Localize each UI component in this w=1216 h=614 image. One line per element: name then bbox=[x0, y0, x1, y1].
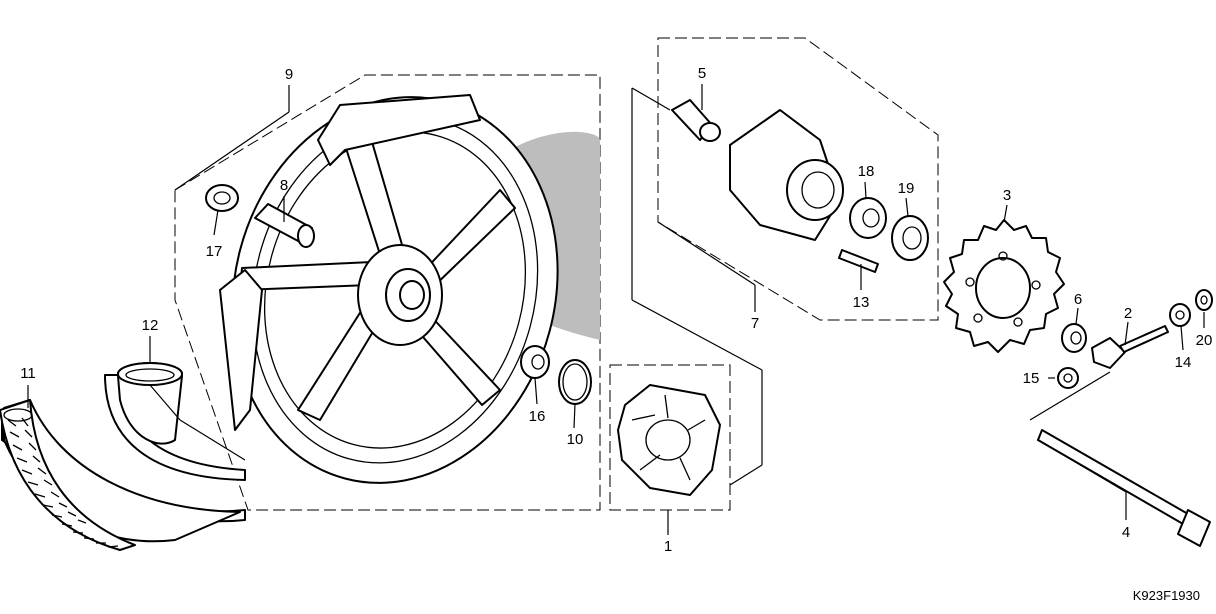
callout-1: 1 bbox=[664, 538, 672, 555]
tube-part bbox=[104, 362, 246, 481]
callout-11: 11 bbox=[20, 365, 36, 382]
chain-adjuster-part bbox=[1091, 325, 1169, 369]
tire-part bbox=[0, 399, 246, 551]
callout-6: 6 bbox=[1074, 291, 1082, 308]
callout-2: 2 bbox=[1124, 305, 1132, 322]
wheel-rim-part bbox=[219, 94, 600, 484]
nut-part-15 bbox=[1057, 367, 1079, 389]
sprocket-part bbox=[943, 219, 1065, 353]
callout-3: 3 bbox=[1003, 187, 1011, 204]
leader-lines bbox=[27, 84, 1205, 535]
rear-axle-part bbox=[1037, 429, 1211, 547]
callout-17: 17 bbox=[206, 243, 223, 260]
bearing-part-16 bbox=[520, 345, 550, 379]
callout-14: 14 bbox=[1175, 354, 1192, 371]
callout-19: 19 bbox=[898, 180, 915, 197]
callout-13: 13 bbox=[853, 294, 870, 311]
callout-9: 9 bbox=[285, 66, 293, 83]
callout-16: 16 bbox=[529, 408, 546, 425]
callout-12: 12 bbox=[142, 317, 159, 334]
oil-seal-part bbox=[891, 215, 929, 261]
diagram-code: K923F1930 bbox=[1133, 588, 1200, 603]
callout-10: 10 bbox=[567, 431, 584, 448]
distance-collar-part bbox=[254, 203, 315, 248]
callout-4: 4 bbox=[1122, 524, 1130, 541]
side-collar-part bbox=[671, 99, 721, 142]
callout-18: 18 bbox=[858, 163, 875, 180]
callout-15: 15 bbox=[1023, 370, 1040, 387]
callout-8: 8 bbox=[280, 177, 288, 194]
callout-5: 5 bbox=[698, 65, 706, 82]
damper-group-box bbox=[609, 364, 731, 511]
collar-part-6 bbox=[1061, 323, 1087, 353]
callout-20: 20 bbox=[1196, 332, 1213, 349]
bearing-part-17 bbox=[205, 184, 239, 212]
stud-bolt-part bbox=[838, 249, 879, 273]
damper-rubber-part bbox=[617, 384, 721, 496]
final-driven-flange-part bbox=[729, 109, 844, 241]
callout-7: 7 bbox=[751, 315, 759, 332]
nut-part-20 bbox=[1195, 289, 1213, 311]
bearing-part-18 bbox=[849, 197, 887, 239]
o-ring-part bbox=[558, 359, 592, 405]
wheel-assembly-group-box bbox=[174, 74, 601, 511]
nut-part-14 bbox=[1169, 303, 1191, 327]
